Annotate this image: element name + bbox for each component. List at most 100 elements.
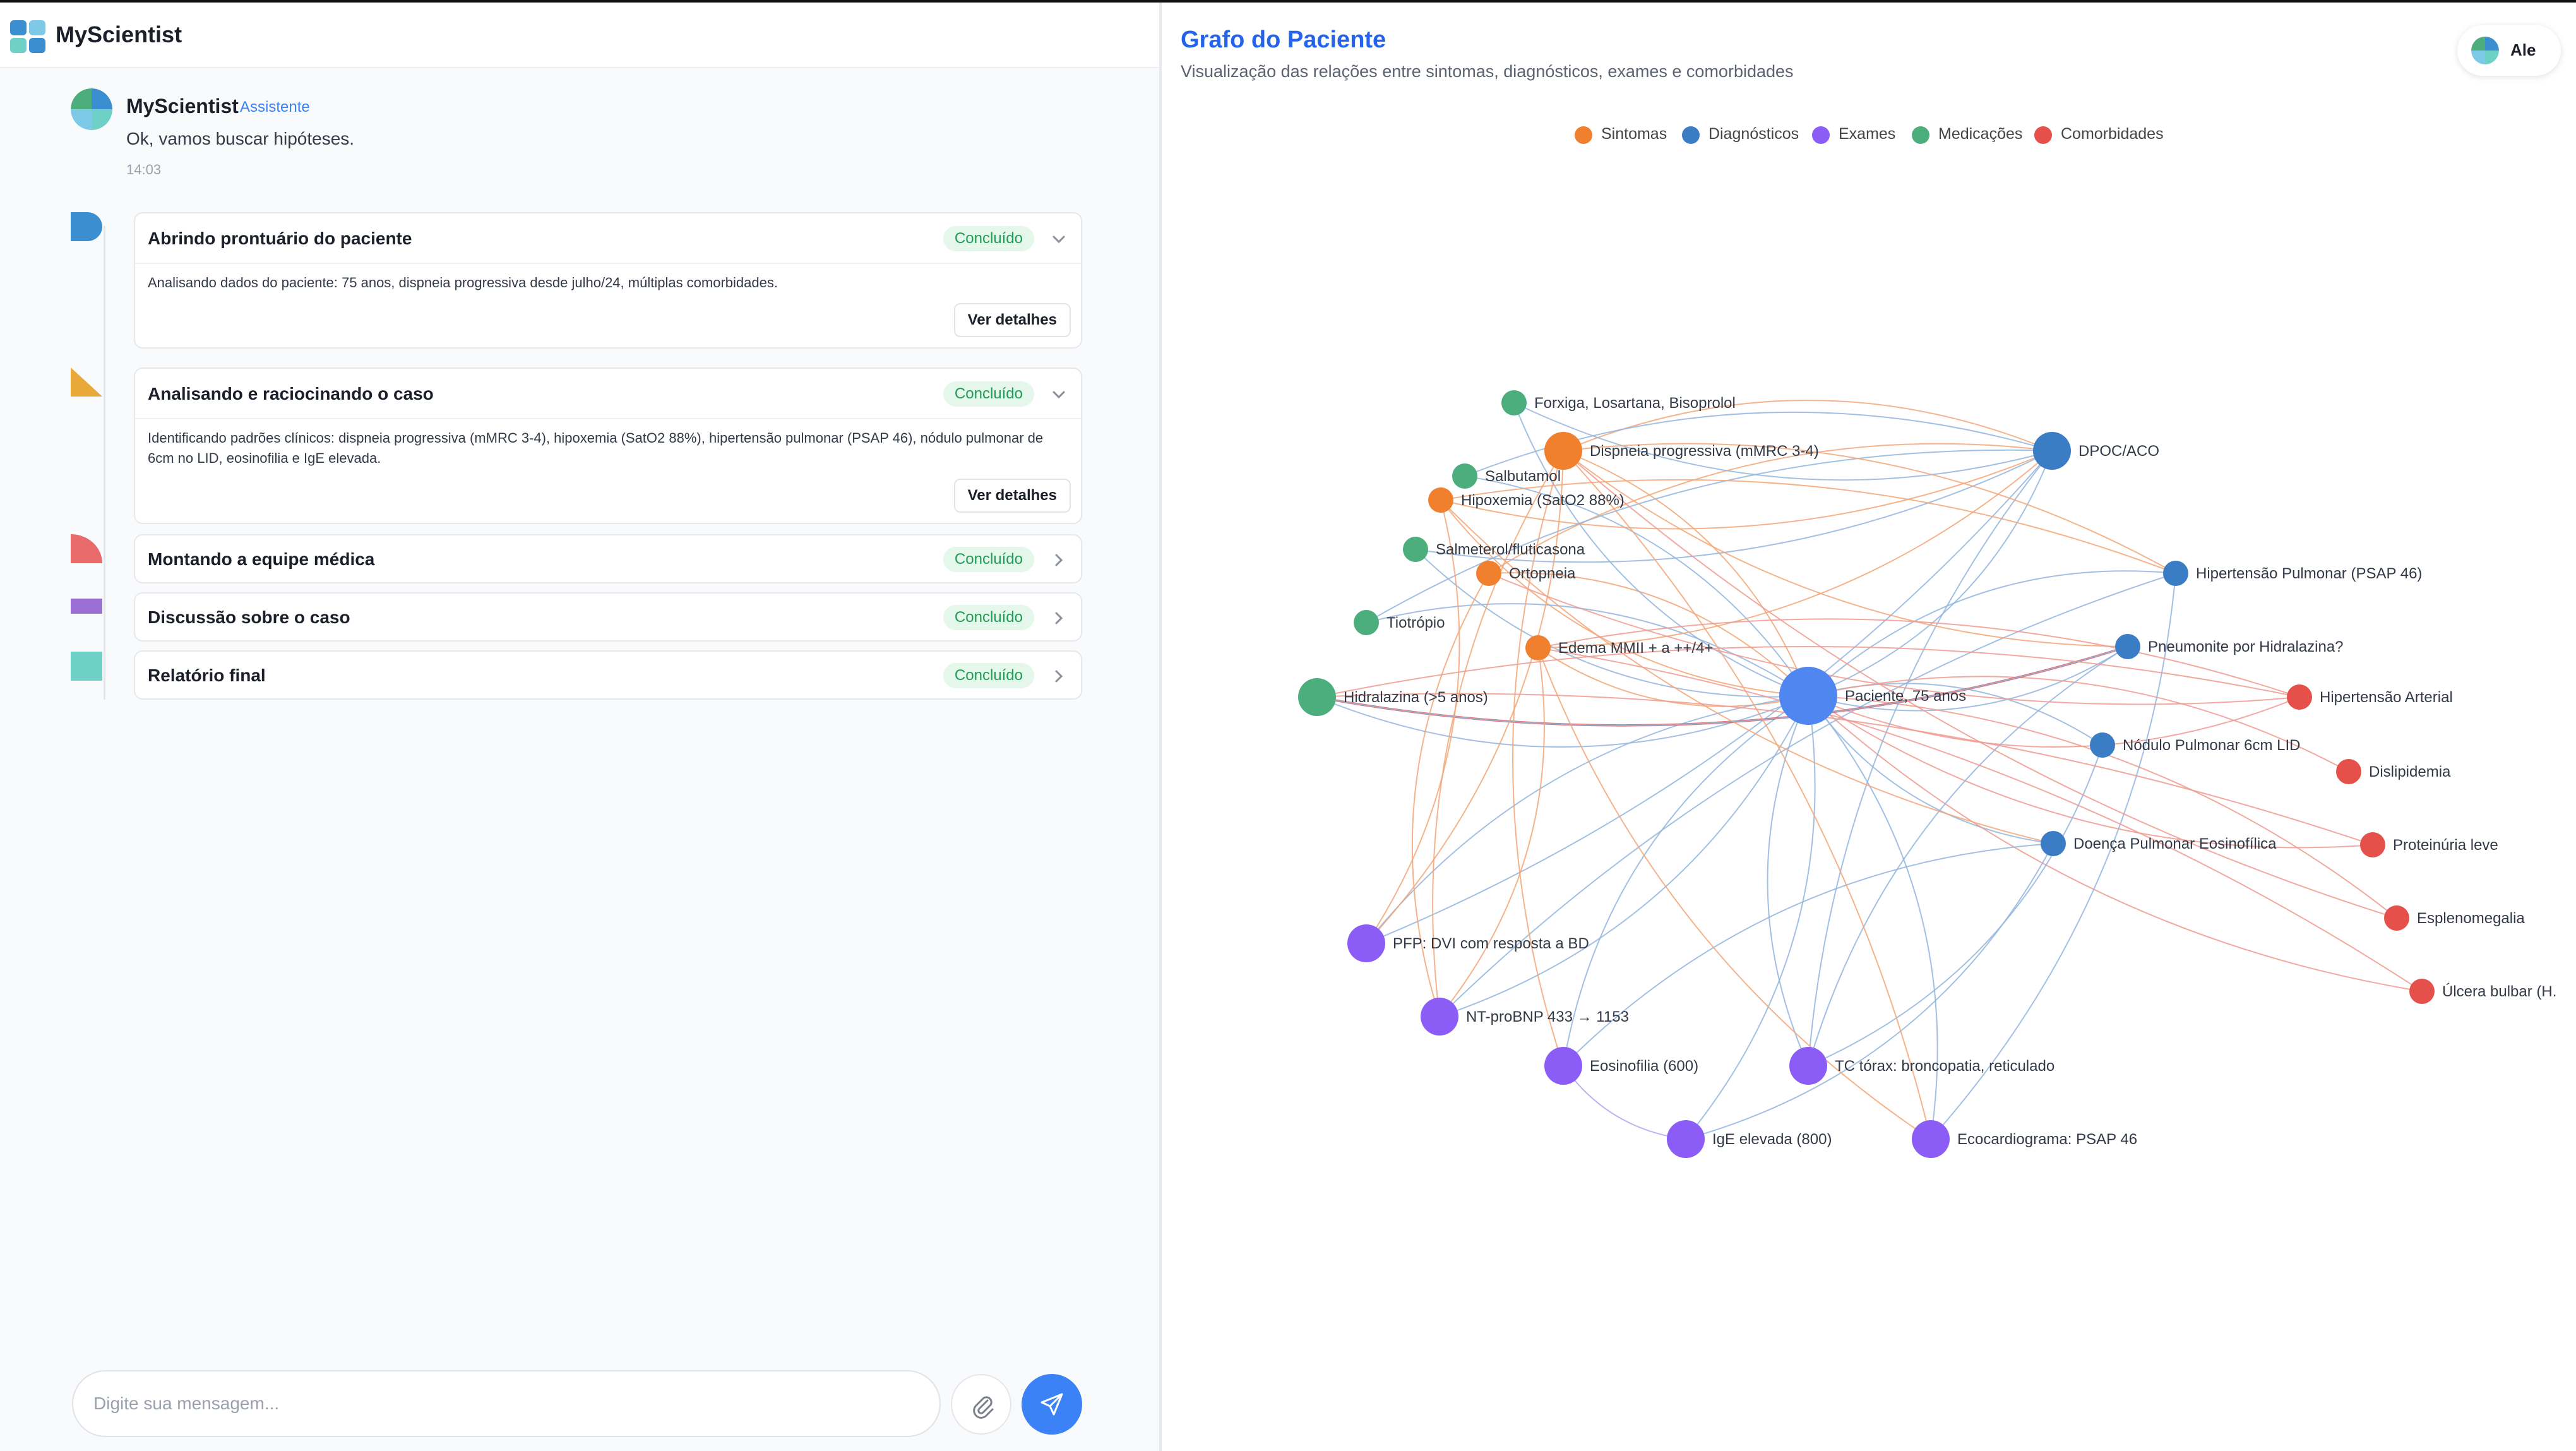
- step-5-title: Relatório final: [148, 666, 266, 685]
- graph-node-label: Esplenomegalia: [2417, 910, 2525, 927]
- legend-label: Medicações: [1938, 125, 2023, 143]
- step-card-4[interactable]: Discussão sobre o caso Concluído: [134, 592, 1082, 642]
- step-2-details-button[interactable]: Ver detalhes: [953, 479, 1071, 513]
- graph-node-hipox[interactable]: Hipoxemia (SatO2 88%): [1428, 487, 1625, 513]
- patient-graph[interactable]: Paciente, 75 anos DPOC/ACO Hipertensão Pul…: [1162, 3, 2576, 1451]
- graph-node-dpe[interactable]: Doença Pulmonar Eosinofílica: [2041, 831, 2277, 856]
- graph-node-circle[interactable]: [1421, 998, 1458, 1036]
- chevron-down-icon[interactable]: [1049, 230, 1068, 249]
- message-time: 14:03: [126, 162, 162, 177]
- graph-edge-disp-hp: [1563, 443, 2176, 574]
- graph-node-circle[interactable]: [1544, 432, 1582, 470]
- graph-node-ortop[interactable]: Ortopneia: [1476, 561, 1576, 586]
- step-card-5[interactable]: Relatório final Concluído: [134, 650, 1082, 700]
- card-divider: [135, 263, 1081, 264]
- graph-node-circle[interactable]: [2115, 634, 2140, 659]
- graph-node-label: PFP: DVI com resposta a BD: [1393, 935, 1589, 952]
- graph-node-pac[interactable]: Paciente, 75 anos: [1779, 667, 1966, 725]
- message-input[interactable]: [93, 1387, 914, 1421]
- graph-node-label: Úlcera bulbar (H.: [2442, 983, 2556, 1000]
- graph-node-circle[interactable]: [2163, 561, 2188, 586]
- graph-node-eos[interactable]: Eosinofilia (600): [1544, 1047, 1698, 1085]
- step-5-status-badge: Concluído: [943, 663, 1034, 688]
- graph-node-circle[interactable]: [2033, 432, 2071, 470]
- attach-button[interactable]: [951, 1374, 1011, 1435]
- graph-node-circle[interactable]: [1403, 537, 1428, 562]
- graph-node-circle[interactable]: [1428, 487, 1453, 513]
- graph-node-circle[interactable]: [2090, 732, 2115, 758]
- graph-node-eco[interactable]: Ecocardiograma: PSAP 46: [1912, 1120, 2137, 1158]
- graph-node-circle[interactable]: [1347, 924, 1385, 962]
- graph-node-tiot[interactable]: Tiotrópio: [1354, 610, 1445, 635]
- chevron-down-icon[interactable]: [1049, 385, 1068, 404]
- step-4-title: Discussão sobre o caso: [148, 607, 350, 627]
- graph-edge-disp-eco: [1563, 450, 1931, 1140]
- graph-node-circle[interactable]: [2041, 831, 2066, 856]
- graph-node-salb[interactable]: Salbutamol: [1452, 463, 1561, 489]
- panel-divider: [1159, 3, 1162, 1451]
- graph-node-circle[interactable]: [1298, 678, 1336, 716]
- graph-node-circle[interactable]: [2409, 979, 2435, 1004]
- graph-node-forx[interactable]: Forxiga, Losartana, Bisoprolol: [1501, 390, 1736, 415]
- graph-node-disl[interactable]: Dislipidemia: [2336, 759, 2451, 784]
- graph-node-circle[interactable]: [1912, 1120, 1950, 1158]
- myscientist-logo-icon[interactable]: [9, 18, 47, 56]
- graph-edges: [1316, 400, 2423, 1140]
- user-menu[interactable]: Ale: [2457, 25, 2561, 76]
- graph-node-pneum[interactable]: Pneumonite por Hidralazina?: [2115, 634, 2344, 659]
- graph-node-circle[interactable]: [1667, 1120, 1705, 1158]
- graph-edge-hidr-hta: [1316, 646, 2300, 698]
- graph-node-edema[interactable]: Edema MMII + a ++/4+: [1525, 635, 1713, 660]
- graph-node-circle[interactable]: [1501, 390, 1527, 415]
- step-card-1[interactable]: Abrindo prontuário do paciente Concluído…: [134, 212, 1082, 349]
- legend-label: Sintomas: [1601, 125, 1667, 143]
- graph-node-label: TC tórax: broncopatia, reticulado: [1835, 1058, 2054, 1075]
- chevron-right-icon[interactable]: [1049, 667, 1068, 686]
- step-2-title: Analisando e raciocinando o caso: [148, 384, 434, 403]
- chevron-right-icon[interactable]: [1049, 609, 1068, 628]
- graph-node-label: Edema MMII + a ++/4+: [1558, 640, 1713, 657]
- graph-node-hp[interactable]: Hipertensão Pulmonar (PSAP 46): [2163, 561, 2422, 586]
- step-3-marker-icon: [71, 534, 102, 563]
- graph-node-ige[interactable]: IgE elevada (800): [1667, 1120, 1832, 1158]
- graph-node-ntp[interactable]: NT-proBNP 433 → 1153: [1421, 998, 1629, 1036]
- graph-node-salm[interactable]: Salmeterol/fluticasona: [1403, 537, 1585, 562]
- graph-edge-pac-forx: [1513, 402, 1809, 696]
- graph-node-circle[interactable]: [1525, 635, 1551, 660]
- step-1-details-button[interactable]: Ver detalhes: [953, 303, 1071, 337]
- graph-edge-edema-ntp: [1439, 647, 1545, 1017]
- graph-node-circle[interactable]: [2287, 684, 2312, 710]
- graph-node-hidr[interactable]: Hidralazina (>5 anos): [1298, 678, 1488, 716]
- graph-node-label: Salbutamol: [1485, 468, 1561, 485]
- step-card-2[interactable]: Analisando e raciocinando o caso Concluí…: [134, 367, 1082, 524]
- graph-node-esp[interactable]: Esplenomegalia: [2384, 905, 2525, 931]
- graph-node-ulc[interactable]: Úlcera bulbar (H.: [2409, 979, 2556, 1004]
- graph-edge-pac-hipox: [1440, 499, 1809, 696]
- graph-node-circle[interactable]: [2336, 759, 2361, 784]
- graph-node-nod[interactable]: Nódulo Pulmonar 6cm LID: [2090, 732, 2300, 758]
- graph-edge-pac-ulc: [1808, 695, 2423, 992]
- graph-node-circle[interactable]: [2384, 905, 2409, 931]
- graph-node-circle[interactable]: [1452, 463, 1477, 489]
- graph-node-hta[interactable]: Hipertensão Arterial: [2287, 684, 2453, 710]
- step-3-status-badge: Concluído: [943, 547, 1034, 572]
- graph-node-circle[interactable]: [1476, 561, 1501, 586]
- user-name: Ale: [2510, 40, 2536, 59]
- graph-node-circle[interactable]: [1544, 1047, 1582, 1085]
- graph-edge-hidr-pneum: [1316, 646, 2128, 726]
- graph-node-pfp[interactable]: PFP: DVI com resposta a BD: [1347, 924, 1589, 962]
- graph-node-circle[interactable]: [2360, 832, 2385, 857]
- chevron-right-icon[interactable]: [1049, 551, 1068, 570]
- graph-node-prot[interactable]: Proteinúria leve: [2360, 832, 2498, 857]
- graph-node-circle[interactable]: [1354, 610, 1379, 635]
- graph-node-tc[interactable]: TC tórax: broncopatia, reticulado: [1789, 1047, 2054, 1085]
- graph-edge-edema-dpoc: [1537, 450, 2053, 648]
- graph-node-circle[interactable]: [1779, 667, 1837, 725]
- step-card-3[interactable]: Montando a equipe médica Concluído: [134, 534, 1082, 583]
- send-icon: [1041, 1393, 1063, 1416]
- graph-node-circle[interactable]: [1789, 1047, 1827, 1085]
- send-button[interactable]: [1022, 1374, 1082, 1435]
- graph-node-dpoc[interactable]: DPOC/ACO: [2033, 432, 2159, 470]
- graph-node-disp[interactable]: Dispneia progressiva (mMRC 3-4): [1544, 432, 1819, 470]
- graph-edge-dpoc-tc: [1808, 450, 2053, 1066]
